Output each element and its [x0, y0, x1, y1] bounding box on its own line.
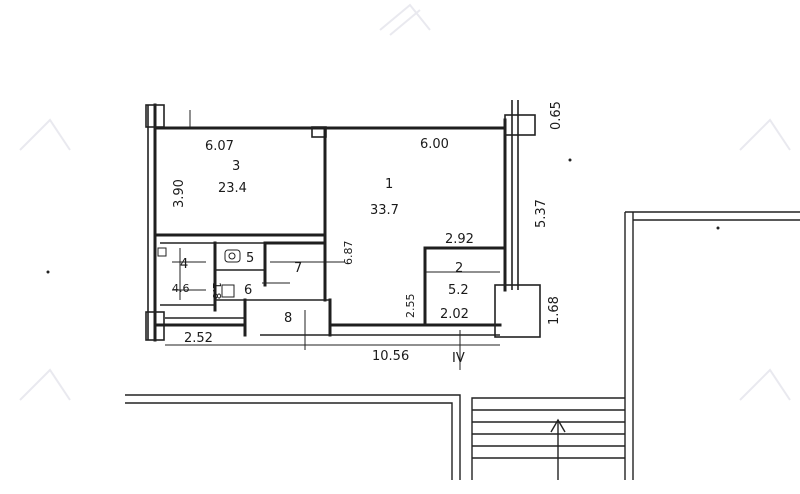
room-labels: 3 23.4 1 33.7 2 5.2 4 4.6 5 6 7 8 — [172, 159, 469, 326]
room-area-3: 23.4 — [218, 181, 247, 196]
marks — [46, 158, 720, 274]
section-mark: IV — [452, 351, 465, 366]
exterior-walls — [145, 100, 541, 342]
sanitary-fixtures — [157, 247, 241, 298]
dim-room3-height: 3.90 — [172, 179, 187, 208]
dim-corridor-width: 2.52 — [184, 331, 213, 346]
room-area-2: 5.2 — [448, 283, 469, 298]
dimension-lines — [165, 110, 500, 370]
dim-room2-width: 2.92 — [445, 232, 474, 247]
room-area-1: 33.7 — [370, 203, 399, 218]
interior-walls — [153, 126, 507, 337]
dim-room1-width: 6.00 — [420, 137, 449, 152]
dim-room2-bottom: 2.02 — [440, 307, 469, 322]
dim-room4-side: 1.8 — [210, 282, 223, 300]
dim-right-lower: 1.68 — [547, 296, 562, 325]
room-number-8: 8 — [284, 311, 292, 326]
room-number-6: 6 — [244, 283, 252, 298]
dim-column-offset: 0.65 — [549, 101, 564, 130]
dim-total-width: 10.56 — [372, 349, 409, 364]
room-number-7: 7 — [294, 261, 302, 276]
staircase — [125, 211, 800, 480]
room-number-4: 4 — [180, 257, 188, 272]
room-number-1: 1 — [385, 177, 393, 192]
watermark — [19, 3, 791, 401]
dim-room1-height: 6.87 — [342, 241, 355, 266]
dim-room2-height: 2.55 — [404, 294, 417, 319]
room-number-3: 3 — [232, 159, 240, 174]
room-number-5: 5 — [246, 251, 254, 266]
dim-right-height: 5.37 — [534, 199, 549, 228]
dimension-labels: 6.07 3.90 6.00 6.87 2.92 2.55 2.02 1.8 2… — [172, 101, 564, 366]
room-number-2: 2 — [455, 261, 463, 276]
room-area-4: 4.6 — [172, 282, 190, 295]
dim-room3-width: 6.07 — [205, 139, 234, 154]
